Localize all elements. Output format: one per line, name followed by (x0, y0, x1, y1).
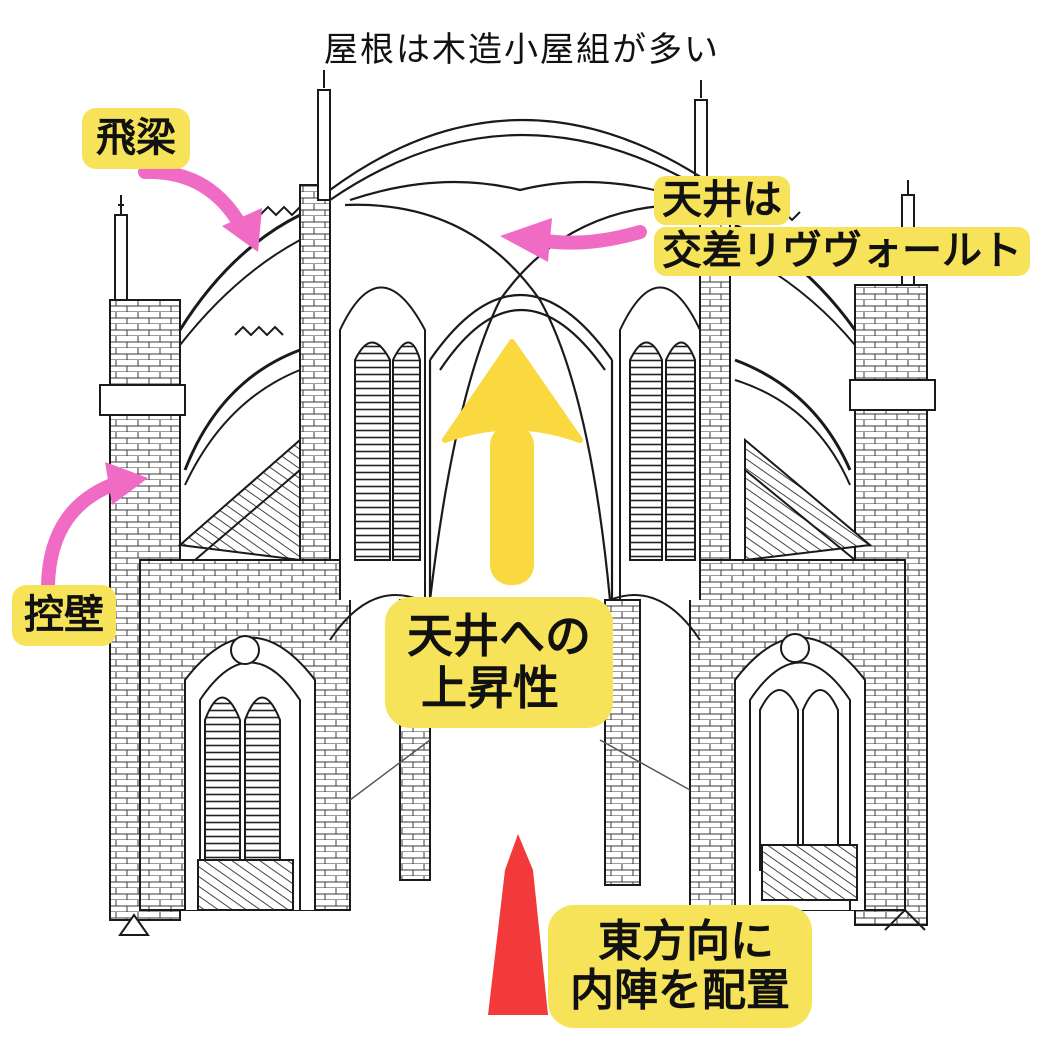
ascension-line1: 天井への (407, 609, 591, 663)
east-sanctuary-line2: 内陣を配置 (570, 965, 790, 1017)
flying-buttress-arrow (138, 164, 262, 252)
ceiling-arrow (500, 218, 647, 262)
ascension-line2: 上昇性 (421, 660, 559, 715)
ceiling-vault-label: 天井は 交差リヴヴォールト (640, 168, 1044, 284)
flying-buttress-label: 飛梁 (82, 108, 190, 169)
buttress-label: 控壁 (12, 585, 116, 646)
buttress-arrow (41, 462, 148, 592)
east-sanctuary-line1: 東方向に (598, 916, 774, 967)
ceiling-vault-line1: 天井は (654, 176, 790, 225)
flying-buttress-text: 飛梁 (96, 115, 176, 161)
roof-caption: 屋根は木造小屋組が多い (324, 30, 720, 70)
ascension-label: 天井への 上昇性 (385, 597, 613, 729)
upward-arrow (442, 339, 583, 585)
east-sanctuary-label: 東方向に 内陣を配置 (548, 905, 812, 1028)
ceiling-vault-line2: 交差リヴヴォールト (654, 226, 1030, 276)
left-structure (99, 70, 431, 936)
east-arrow (488, 834, 548, 1015)
nave-floor (349, 739, 691, 801)
buttress-text: 控壁 (24, 592, 104, 638)
rib-vault (329, 118, 721, 601)
right-structure (604, 80, 936, 931)
